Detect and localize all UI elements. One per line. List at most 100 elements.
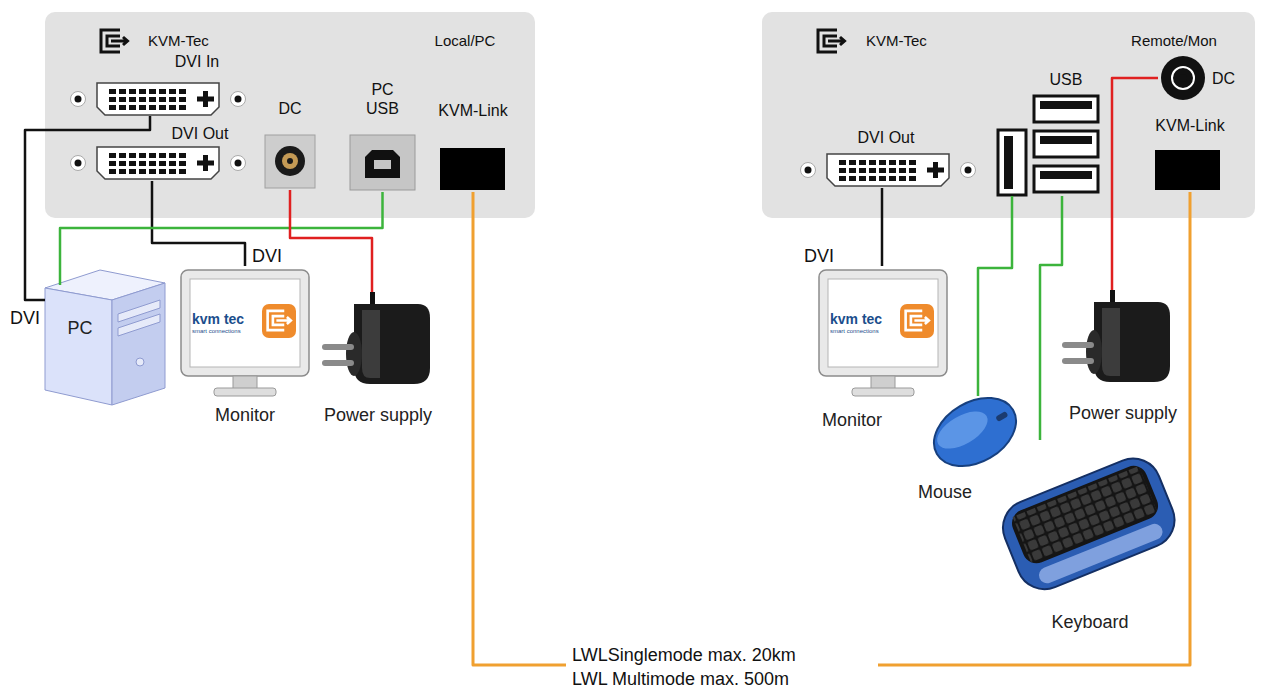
dc-jack-symbol (265, 135, 315, 188)
label: DVI Out (858, 128, 915, 147)
power-supply: Power supply (1055, 290, 1190, 427)
keyboard-drawing (995, 450, 1183, 597)
label: DVI In (175, 52, 219, 71)
dvi-port: DVI Out (795, 128, 980, 188)
dvi-connector (71, 83, 246, 115)
cable-spec: LWL Multimode max. 500m (566, 666, 878, 692)
cable-label: DVI (250, 246, 284, 268)
pc-tower (112, 283, 165, 405)
keyboard-drawing (995, 450, 1183, 597)
usb-connector (1034, 131, 1098, 157)
dc-jack-symbol (275, 146, 305, 176)
cable-spec: LWLSinglemode max. 20km (566, 642, 878, 668)
keyboard: Keyboard (995, 440, 1180, 636)
mouse-drawing (922, 384, 1028, 480)
usb-connector (1040, 136, 1092, 144)
keyboard-drawing (1037, 521, 1165, 585)
cable (1040, 196, 1062, 440)
usb-connector (350, 135, 415, 190)
label: USB (1050, 70, 1083, 89)
cable (60, 192, 383, 270)
pc-tower (59, 270, 62, 285)
dc-jack-symbol (1179, 74, 1187, 82)
fiber-connector (440, 148, 1220, 190)
dvi-port: DVI Out (62, 124, 252, 181)
label: KVM-Link (1155, 116, 1224, 135)
pc-tower (136, 358, 144, 366)
label: Monitor (822, 410, 882, 432)
dvi-port: DVI In (62, 52, 252, 116)
device-panel: KVM-Tec Remote/MonDVI Out USB DC KVM-Link (762, 12, 1255, 218)
usb-connector (1034, 96, 1098, 122)
label: Remote/Mon (1131, 32, 1217, 50)
label: Power supply (324, 405, 432, 427)
mouse: Mouse (915, 396, 1027, 506)
label: DC (278, 99, 301, 118)
power-adapter (1062, 290, 1170, 382)
device-housing (45, 12, 1255, 218)
dc-port: DC (1158, 56, 1240, 102)
monitor: kvm tecsmart connectionsMonitor (815, 266, 950, 434)
fiber-connector (440, 148, 505, 190)
label: kvm tec (192, 311, 244, 328)
dc-jack-symbol (282, 153, 298, 169)
label: KVM-Tec (866, 32, 927, 50)
dc-jack-symbol (1172, 67, 1194, 89)
usb-connector (365, 150, 400, 178)
monitor-drawing (181, 270, 309, 396)
label: Power supply (1069, 403, 1177, 425)
power-adapter (322, 290, 1170, 384)
mouse-drawing (922, 384, 1028, 480)
cable (290, 190, 372, 292)
usb-connector (998, 130, 1026, 195)
fiber-port: KVM-Link (1148, 116, 1232, 192)
label: DC (1212, 69, 1235, 88)
usb-port: USB (992, 70, 1104, 196)
dc-jack-symbol (287, 158, 293, 164)
monitor-drawing (181, 270, 947, 396)
dvi-connector (71, 83, 976, 186)
label: smart connections (192, 328, 241, 335)
pc-tower (118, 314, 160, 336)
fiber-port: KVM-Link (432, 101, 514, 192)
label: PC USB (360, 80, 405, 118)
label: PC (67, 318, 92, 340)
monitor-drawing (819, 270, 947, 396)
dvi-connector (801, 154, 976, 186)
label: Keyboard (1051, 612, 1128, 634)
pc-tower (45, 288, 112, 405)
cable (978, 196, 1012, 396)
power-adapter (322, 292, 430, 384)
usb-connector (1040, 171, 1092, 179)
device-panel: KVM-TecLocal/PCDVI InDVI OutDCPC USBKVM-… (45, 12, 535, 218)
label: KVM-Link (438, 101, 507, 120)
keyboard-drawing (1013, 466, 1158, 563)
computer: PC (45, 270, 167, 408)
cable (1112, 78, 1158, 290)
usb-connector (350, 96, 1098, 195)
cable-label: DVI (802, 246, 836, 268)
cable (473, 192, 1190, 665)
pc-tower (45, 270, 165, 405)
fiber-connector (1155, 150, 1220, 190)
label: Mouse (918, 482, 972, 504)
mouse-drawing (931, 404, 993, 456)
label: DVI Out (172, 124, 229, 143)
dc-port: DC (260, 99, 320, 190)
dc-jack-symbol (1161, 56, 1205, 100)
label: smart connections (830, 328, 879, 335)
mouse-drawing (995, 411, 1008, 422)
cable (152, 181, 245, 266)
device-housing (45, 12, 535, 218)
usb-connector (1040, 101, 1092, 109)
label: kvm tec (830, 311, 882, 328)
label: KVM-Tec (148, 32, 209, 50)
usb-connector (1034, 166, 1098, 192)
device-housing (762, 12, 1255, 218)
label: Monitor (215, 405, 275, 427)
usb-port: PC USB (345, 80, 420, 192)
